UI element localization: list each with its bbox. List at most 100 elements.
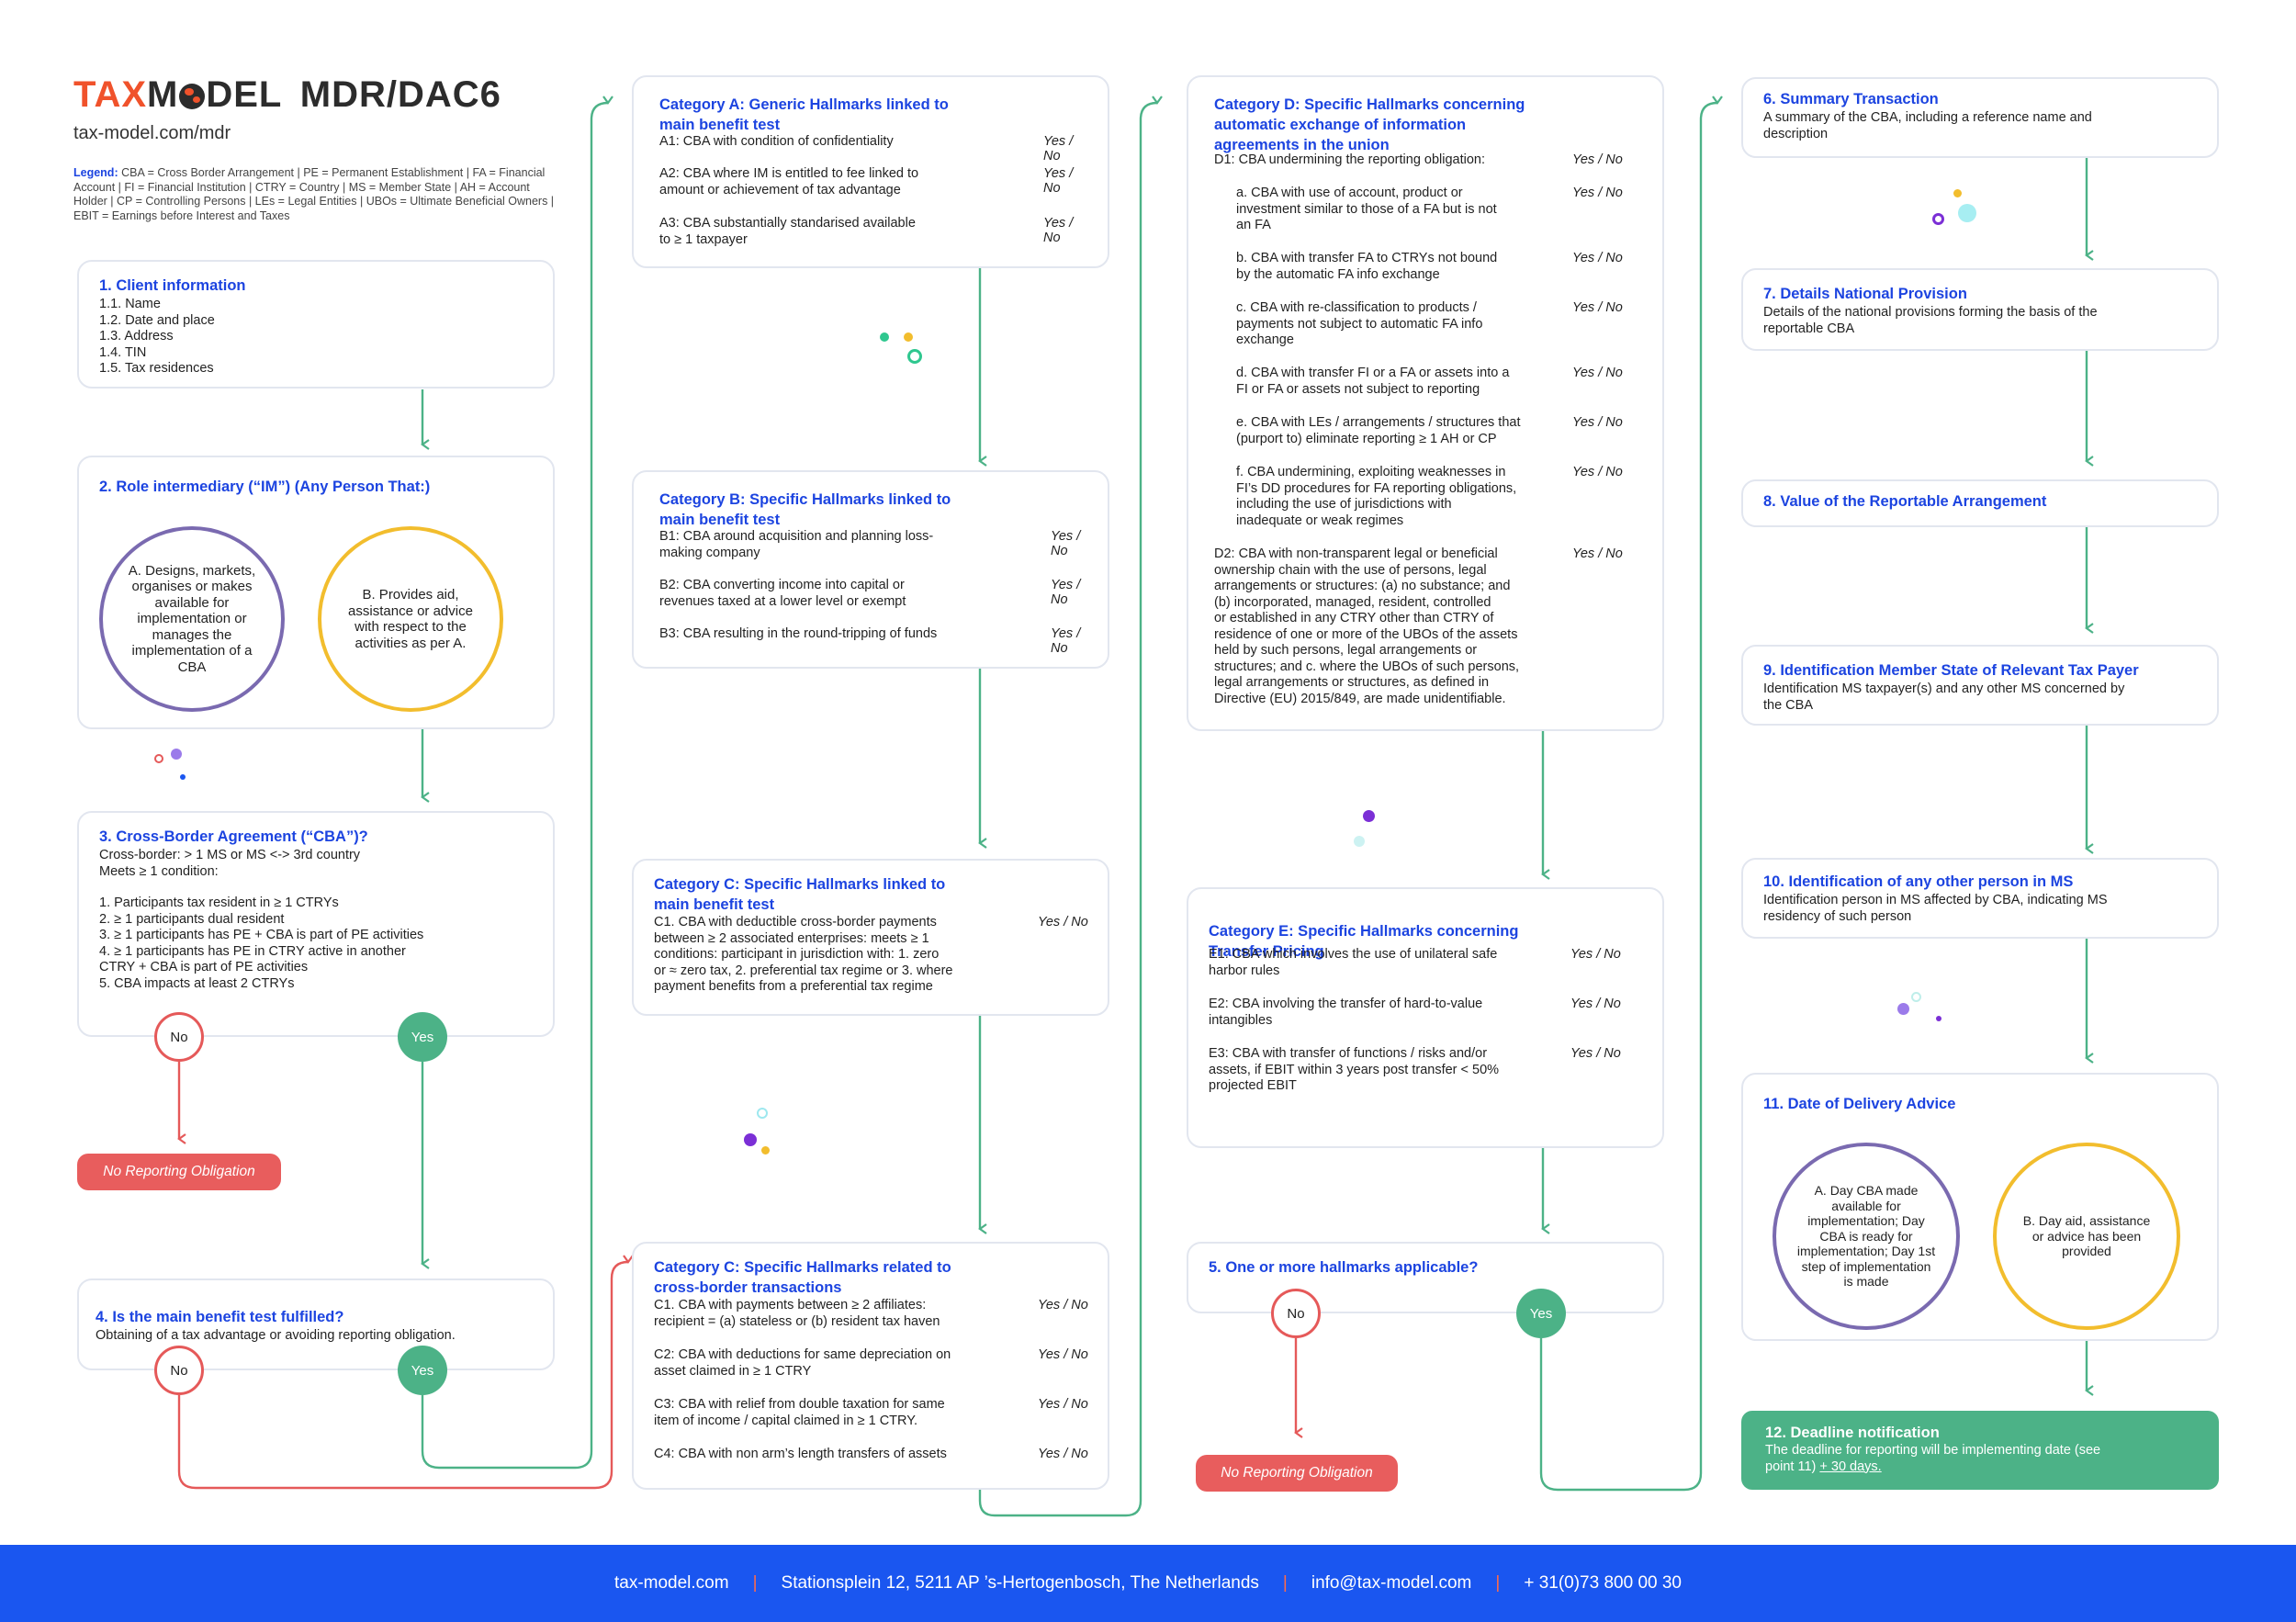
category-a-title-1: Category A: Generic Hallmarks linked to: [659, 96, 949, 113]
main-benefit-test-title: 4. Is the main benefit test fulfilled?: [96, 1309, 344, 1325]
delivery-advice-card: 11. Date of Delivery Advice A. Day CBA m…: [1741, 1073, 2219, 1341]
yes-no-toggle[interactable]: Yes / No: [1572, 546, 1623, 561]
decor-dot: [1932, 213, 1944, 225]
hallmark-a2-text: A2: CBA where IM is entitled to fee link…: [659, 166, 919, 181]
hallmark-c1: C1. CBA with deductible cross-border pay…: [654, 915, 1091, 996]
hallmark-d1: D1: CBA undermining the reporting obliga…: [1214, 152, 1646, 169]
hallmark-a2: A2: CBA where IM is entitled to fee link…: [659, 166, 1091, 198]
deadline-link[interactable]: + 30 days.: [1819, 1459, 1882, 1474]
hallmark-e3: E3: CBA with transfer of functions / ris…: [1209, 1046, 1646, 1095]
category-b-title-1: Category B: Specific Hallmarks linked to: [659, 491, 951, 508]
yes-no-toggle[interactable]: Yes / No: [1038, 1347, 1088, 1362]
hallmark-b2-text: revenues taxed at a lower level or exemp…: [659, 593, 906, 609]
yes-no-toggle[interactable]: Yes / No: [1572, 415, 1623, 430]
hallmark-text: e. CBA with LEs / arrangements / structu…: [1236, 415, 1521, 430]
benefit-no-bubble[interactable]: No: [154, 1346, 204, 1395]
yes-no-toggle[interactable]: Yes / No: [1572, 186, 1623, 200]
client-line: 1.5. Tax residences: [99, 361, 214, 376]
hallmark-b3: B3: CBA resulting in the round-tripping …: [659, 626, 1091, 656]
provision-line: Details of the national provisions formi…: [1763, 305, 2098, 320]
yes-no-toggle[interactable]: Yes / No: [1043, 216, 1074, 245]
hallmark-text: exchange: [1236, 332, 1294, 347]
yes-no-toggle[interactable]: Yes / No: [1038, 1298, 1088, 1312]
provision-line: reportable CBA: [1763, 321, 1855, 336]
role-a-circle: A. Designs, markets, organises or makes …: [99, 526, 285, 712]
other-person-card: 10. Identification of any other person i…: [1741, 858, 2219, 939]
hallmark-text: held by such persons, legal arrangements…: [1214, 643, 1478, 658]
yes-no-toggle[interactable]: Yes / No: [1051, 529, 1081, 558]
value-arrangement-card: 8. Value of the Reportable Arrangement: [1741, 479, 2219, 527]
summary-line: A summary of the CBA, including a refere…: [1763, 110, 2092, 125]
yes-no-toggle[interactable]: Yes / No: [1051, 578, 1081, 607]
hallmark-b2: B2: CBA converting income into capital o…: [659, 578, 1091, 610]
deadline-line-2-text: point 11): [1765, 1459, 1820, 1474]
category-d-title-1: Category D: Specific Hallmarks concernin…: [1214, 96, 1525, 113]
hallmark-d1d: d. CBA with transfer FI or a FA or asset…: [1236, 366, 1646, 398]
client-line: 1.3. Address: [99, 329, 174, 344]
yes-no-toggle[interactable]: Yes / No: [1038, 1447, 1088, 1461]
yes-no-toggle[interactable]: Yes / No: [1051, 626, 1081, 656]
hallmark-text: FI or FA or assets not subject to report…: [1236, 381, 1480, 397]
decor-dot: [1936, 1016, 1941, 1021]
hallmark-text: asset claimed in ≥ 1 CTRY: [654, 1363, 812, 1379]
yes-no-toggle[interactable]: Yes / No: [1043, 134, 1074, 163]
hallmarks-applicable-card: 5. One or more hallmarks applicable?: [1187, 1242, 1664, 1313]
yes-no-toggle[interactable]: Yes / No: [1038, 1397, 1088, 1412]
category-d-title-2: automatic exchange of information: [1214, 117, 1467, 133]
category-b-title-2: main benefit test: [659, 512, 781, 528]
hallmark-text: C4: CBA with non arm’s length transfers …: [654, 1447, 947, 1461]
hallmark-a1: A1: CBA with condition of confidentialit…: [659, 134, 1091, 163]
yes-no-toggle[interactable]: Yes / No: [1043, 166, 1074, 196]
hallmark-text: item of income / capital claimed in ≥ 1 …: [654, 1413, 918, 1428]
cba-no-bubble[interactable]: No: [154, 1012, 204, 1062]
legend-text: CBA = Cross Border Arrangement | PE = Pe…: [73, 166, 555, 222]
category-e-title-2: Transfer Pricing: [1209, 943, 1324, 960]
hallmark-text: harbor rules: [1209, 963, 1280, 978]
yes-no-toggle[interactable]: Yes / No: [1570, 1046, 1621, 1061]
yes-no-toggle[interactable]: Yes / No: [1572, 366, 1623, 380]
yes-no-toggle[interactable]: Yes / No: [1570, 997, 1621, 1011]
footer-email[interactable]: info@tax-model.com: [1311, 1573, 1472, 1593]
logo-del: DEL: [206, 74, 282, 115]
delivery-advice-title: 11. Date of Delivery Advice: [1763, 1096, 1956, 1112]
footer-phone[interactable]: + 31(0)73 800 00 30: [1524, 1573, 1682, 1593]
cba-yes-bubble[interactable]: Yes: [398, 1012, 447, 1062]
role-b-circle: B. Provides aid, assistance or advice wi…: [318, 526, 503, 712]
category-b-card: Category B: Specific Hallmarks linked to…: [632, 470, 1109, 669]
hallmarks-no-bubble[interactable]: No: [1271, 1289, 1321, 1338]
hallmark-d1f: f. CBA undermining, exploiting weaknesse…: [1236, 465, 1646, 529]
yes-no-toggle[interactable]: Yes / No: [1572, 152, 1623, 167]
category-e-card: Category E: Specific Hallmarks concernin…: [1187, 887, 1664, 1148]
category-c1-title-2: main benefit test: [654, 896, 775, 913]
category-c1-title-1: Category C: Specific Hallmarks linked to: [654, 876, 946, 893]
yes-no-toggle[interactable]: Yes / No: [1572, 465, 1623, 479]
role-intermediary-title: 2. Role intermediary (“IM”) (Any Person …: [99, 479, 431, 495]
hallmark-text: D2: CBA with non-transparent legal or be…: [1214, 546, 1498, 561]
deadline-line-1: The deadline for reporting will be imple…: [1765, 1443, 2101, 1458]
cba-line: 2. ≥ 1 participants dual resident: [99, 911, 285, 927]
yes-no-toggle[interactable]: Yes / No: [1570, 947, 1621, 962]
hallmark-d1a: a. CBA with use of account, product or i…: [1236, 186, 1646, 234]
hallmark-a1-text: A1: CBA with condition of confidentialit…: [659, 134, 894, 149]
yes-no-toggle[interactable]: Yes / No: [1572, 300, 1623, 315]
hallmark-text: structures; and c. where the UBOs of suc…: [1214, 659, 1520, 674]
hallmark-c1-text: or ≈ zero tax, 2. preferential tax regim…: [654, 963, 953, 978]
yes-no-toggle[interactable]: Yes / No: [1038, 915, 1088, 929]
decor-dot: [757, 1108, 768, 1119]
yes-no-toggle[interactable]: Yes / No: [1572, 251, 1623, 265]
footer-website[interactable]: tax-model.com: [613, 1573, 729, 1593]
hallmark-text: residence of one or more of the UBOs of …: [1214, 626, 1518, 642]
hallmark-d1-text: D1: CBA undermining the reporting obliga…: [1214, 152, 1486, 167]
category-a-title-2: main benefit test: [659, 117, 781, 133]
hallmarks-yes-bubble[interactable]: Yes: [1516, 1289, 1566, 1338]
hallmark-text: C3: CBA with relief from double taxation…: [654, 1397, 945, 1412]
decor-dot: [744, 1133, 757, 1146]
other-person-line: Identification person in MS affected by …: [1763, 893, 2108, 907]
category-d-card: Category D: Specific Hallmarks concernin…: [1187, 75, 1664, 731]
spacer: [99, 880, 533, 895]
benefit-yes-bubble[interactable]: Yes: [398, 1346, 447, 1395]
hallmark-e2: E2: CBA involving the transfer of hard-t…: [1209, 997, 1646, 1029]
hallmark-b1-text: B1: CBA around acquisition and planning …: [659, 529, 934, 544]
summary-transaction-card: 6. Summary Transaction A summary of the …: [1741, 77, 2219, 158]
header-url[interactable]: tax-model.com/mdr: [73, 123, 231, 143]
